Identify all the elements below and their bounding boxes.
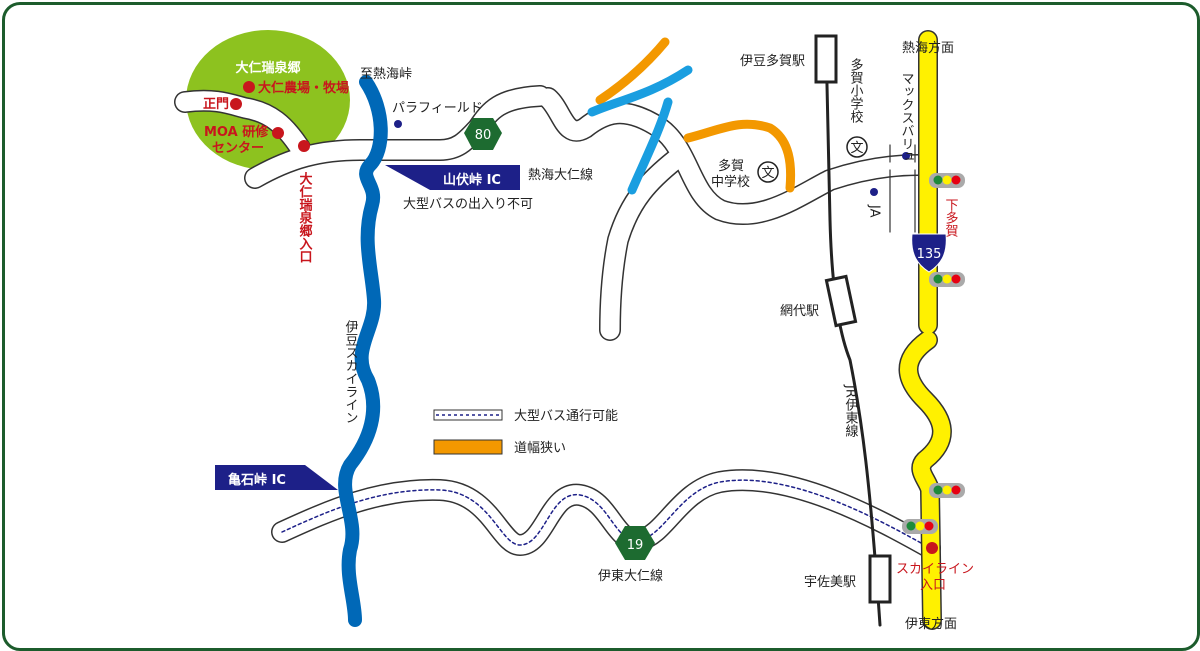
- shimotaga-label: 下多賀: [943, 198, 959, 237]
- narrow-road: [595, 37, 670, 105]
- usami-station-marker: [868, 554, 892, 604]
- legend-label: 大型バス通行可能: [514, 409, 618, 424]
- svg-text:文: 文: [761, 166, 774, 181]
- parafield-label: パラフィールド: [392, 101, 483, 116]
- narrow-road: [683, 119, 796, 193]
- legend: 大型バス通行可能 道幅狭い: [433, 409, 618, 456]
- izu-taga-station-marker: [814, 34, 838, 84]
- river: [587, 65, 693, 195]
- entrance-marker: [298, 140, 310, 152]
- to-atami-label: 熱海方面: [902, 40, 954, 56]
- junior-high-school-icon: [757, 161, 779, 183]
- gate-label: 正門: [203, 97, 229, 112]
- gate-marker: [230, 98, 242, 110]
- route-19-badge: [615, 526, 655, 560]
- skyline-entrance-label-2: 入口: [920, 578, 946, 593]
- ito-ohito-line-label: 伊東大仁線: [598, 568, 663, 584]
- legend-label: 道幅狭い: [514, 441, 566, 456]
- resort-name: 大仁瑞泉郷: [235, 60, 300, 76]
- entrance-label: 大仁瑞泉郷入口: [297, 171, 313, 263]
- yamabushi-ic-label-bg: [385, 165, 520, 190]
- usami-station-label: 宇佐美駅: [804, 575, 856, 590]
- parafield-marker: [394, 120, 402, 128]
- svg-text:山伏峠 IC: 山伏峠 IC: [443, 172, 501, 188]
- ja-marker: [870, 188, 878, 196]
- svg-text:文: 文: [850, 141, 863, 156]
- bus-route-dotted: [281, 479, 931, 549]
- to-atami-pass-label: 至熱海峠: [360, 67, 412, 82]
- izu-skyline-label: 伊豆スカイライン: [343, 320, 359, 424]
- taga-junior-label-2: 中学校: [711, 174, 750, 190]
- resort-area: [186, 30, 350, 170]
- taga-junior-label: 多賀: [718, 158, 744, 174]
- no-large-bus-label: 大型バスの出入り不可: [403, 197, 533, 212]
- ja-label: JA: [867, 204, 882, 218]
- elementary-school-icon: [846, 136, 868, 158]
- route-135-badge: [911, 233, 947, 273]
- jr-line: [824, 38, 882, 627]
- jr-ito-line-label: JR伊東線: [843, 384, 859, 437]
- farm-label: 大仁農場・牧場: [258, 80, 349, 96]
- taga-elementary-label: 多賀小学校: [848, 57, 864, 123]
- maxvalu-label: マックスバリュ: [899, 72, 915, 163]
- moa-label-2: センター: [212, 141, 264, 156]
- ajiro-station-label: 網代駅: [780, 304, 819, 319]
- svg-text:亀石峠 IC: 亀石峠 IC: [228, 472, 286, 488]
- ajiro-station-marker: [824, 274, 858, 328]
- route-80-badge: [464, 118, 502, 150]
- farm-marker: [243, 81, 255, 93]
- skyline-entrance-marker: [926, 542, 938, 554]
- maxvalu-marker: [902, 152, 910, 160]
- izu-skyline-road: [338, 75, 388, 627]
- atami-ohito-line-label: 熱海大仁線: [528, 167, 593, 183]
- to-ito-label: 伊東方面: [905, 616, 957, 632]
- moa-label: MOA 研修: [204, 124, 269, 140]
- traffic-signal-icon: [902, 173, 965, 534]
- svg-text:19: 19: [627, 538, 644, 553]
- kameishi-ic-label-bg: [215, 465, 338, 490]
- svg-text:80: 80: [475, 128, 492, 143]
- skyline-entrance-label: スカイライン: [896, 562, 974, 577]
- izu-taga-station-label: 伊豆多賀駅: [740, 53, 805, 69]
- moa-marker: [272, 127, 284, 139]
- svg-text:135: 135: [917, 247, 942, 262]
